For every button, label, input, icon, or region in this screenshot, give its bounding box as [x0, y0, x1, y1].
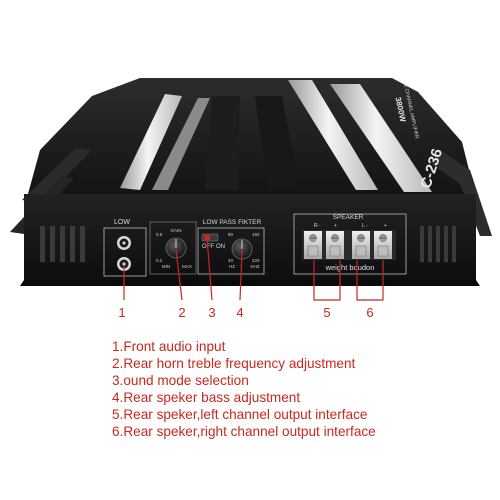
legend-item-2: 2.Rear horn treble frequency adjustment: [112, 356, 356, 371]
lpf-unit-khz: KHZ: [251, 264, 260, 269]
lpf-frame: [197, 227, 265, 275]
brand-label: weight boudon: [325, 263, 375, 272]
legend-item-6: 6.Rear speker,right channel output inter…: [112, 424, 376, 439]
low-label: LOW: [114, 219, 130, 226]
speaker-sign-3: L -: [362, 223, 368, 229]
speaker-frame: [293, 213, 407, 275]
lpf-tick-bl: 40: [228, 258, 234, 263]
gain-frame: [149, 221, 197, 275]
switch-on-label: ON: [216, 244, 225, 250]
callout-5: 5: [323, 305, 330, 320]
speaker-terminal-2[interactable]: [326, 231, 344, 259]
speaker-terminal-3[interactable]: [352, 231, 370, 259]
callout-1: 1: [118, 305, 125, 320]
speaker-terminal-1[interactable]: [304, 231, 322, 259]
lpf-label: LOW PASS FIKTER: [203, 219, 262, 226]
speaker-terminal-4[interactable]: [374, 231, 392, 259]
legend-item-3: 3.ound mode selection: [112, 373, 249, 388]
speaker-sign-4: +: [384, 223, 387, 229]
lpf-tick-br: 220: [252, 258, 260, 263]
heatsink-top: [10, 78, 492, 236]
lpf-unit-hz: HZ: [229, 264, 235, 269]
lpf-tick-tr: 160: [252, 232, 260, 237]
legend-item-1: 1.Front audio input: [112, 339, 226, 354]
low-input-frame: [103, 227, 147, 277]
gain-label: GAIN: [170, 228, 181, 233]
mode-switch[interactable]: [201, 233, 219, 242]
legend-item-5: 5.Rear speker,left channel output interf…: [112, 407, 368, 422]
gain-min: MIN: [162, 264, 170, 269]
lpf-tick-tl: 80: [228, 232, 234, 237]
callout-3: 3: [208, 305, 215, 320]
callout-2: 2: [178, 305, 185, 320]
legend-list: 1.Front audio input 2.Rear horn treble f…: [112, 338, 376, 440]
callout-6: 6: [366, 305, 373, 320]
speaker-label: SPEAKER: [333, 214, 364, 221]
front-panel: [20, 194, 480, 286]
callout-4: 4: [236, 305, 243, 320]
callout-lines: [123, 237, 384, 301]
gain-tick-bottom: 0.2: [156, 258, 163, 263]
rca-jack-top[interactable]: [117, 236, 131, 250]
gain-max: MAX: [182, 264, 192, 269]
speaker-sign-2: +: [334, 223, 337, 229]
rca-jack-bottom[interactable]: [117, 257, 131, 271]
amplifier-diagram: C-236 3800W 2 CHANNEL AMPLIFIER LOW G: [10, 78, 492, 320]
speaker-sign-1: R -: [314, 223, 321, 229]
legend-item-4: 4.Rear speker bass adjustment: [112, 390, 301, 405]
gain-tick-top: 0.5: [156, 232, 163, 237]
gain-knob[interactable]: [165, 237, 187, 259]
